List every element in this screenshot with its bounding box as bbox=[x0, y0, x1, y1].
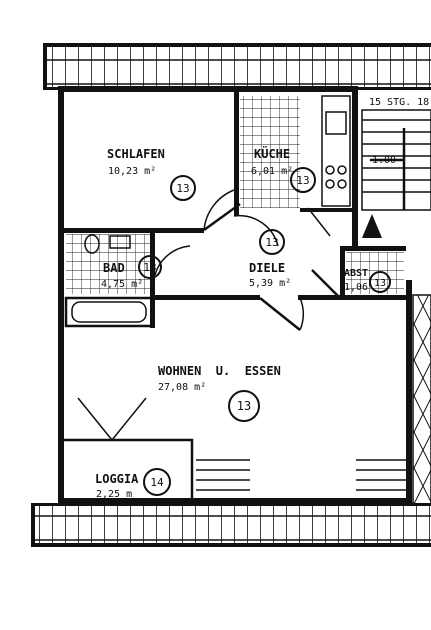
room-diele-name: DIELE bbox=[249, 261, 285, 275]
room-abst-mark-circle bbox=[369, 271, 391, 293]
room-bad-area: 4,75 m² bbox=[101, 279, 143, 290]
kitchen-floor-tiles bbox=[240, 96, 300, 208]
room-kuche-name: KÜCHE bbox=[254, 146, 290, 161]
room-kuche-mark: 13 bbox=[296, 174, 309, 187]
room-schlafen-area: 10,23 m² bbox=[108, 166, 156, 177]
room-loggia-area: 2,25 m bbox=[96, 489, 132, 500]
kitchen-counter bbox=[321, 95, 351, 207]
room-kuche-mark-circle bbox=[290, 167, 316, 193]
room-abst-mark: 13 bbox=[374, 278, 386, 289]
interior-walls bbox=[64, 86, 408, 328]
bath-fixtures bbox=[84, 234, 131, 254]
room-bad-mark-circle bbox=[138, 255, 162, 279]
room-wohnen-name: WOHNEN U. ESSEN bbox=[158, 364, 281, 378]
room-loggia-name: LOGGIA bbox=[95, 472, 139, 486]
room-schlafen-name: SCHLAFEN bbox=[107, 147, 165, 161]
room-bad-mark: 13 bbox=[143, 261, 156, 274]
bottom-balcony-railing bbox=[31, 503, 431, 547]
door-swings bbox=[154, 189, 341, 331]
room-kuche-area: 6,01 m² bbox=[251, 166, 293, 177]
right-window-strip bbox=[412, 294, 431, 506]
exterior-walls bbox=[58, 86, 412, 506]
staircase bbox=[361, 109, 431, 211]
room-loggia-mark-circle bbox=[143, 468, 171, 496]
room-diele-area: 5,39 m² bbox=[249, 278, 291, 289]
top-balcony-railing bbox=[43, 43, 431, 90]
room-abst-area: 1,06 bbox=[344, 282, 368, 293]
loggia-door bbox=[60, 397, 194, 506]
room-diele-mark-circle bbox=[259, 229, 285, 255]
room-schlafen-mark: 13 bbox=[176, 182, 189, 195]
room-bad-name: BAD bbox=[103, 261, 125, 275]
stair-note: 15 STG. 18 bbox=[369, 97, 429, 108]
bathtub bbox=[64, 296, 154, 328]
room-schlafen-mark-circle bbox=[170, 175, 196, 201]
stair-line: 1.00 bbox=[372, 155, 396, 166]
room-wohnen-mark-circle bbox=[228, 390, 260, 422]
room-diele-mark: 13 bbox=[265, 236, 278, 249]
entry-arrow-icon bbox=[362, 214, 382, 238]
balcony-steps bbox=[196, 459, 406, 491]
room-loggia-mark: 14 bbox=[150, 476, 164, 489]
room-wohnen-area: 27,08 m² bbox=[158, 382, 206, 393]
room-abst-name: ABST bbox=[344, 268, 368, 279]
room-wohnen-mark: 13 bbox=[237, 399, 251, 413]
bath-floor-tiles bbox=[66, 234, 150, 294]
